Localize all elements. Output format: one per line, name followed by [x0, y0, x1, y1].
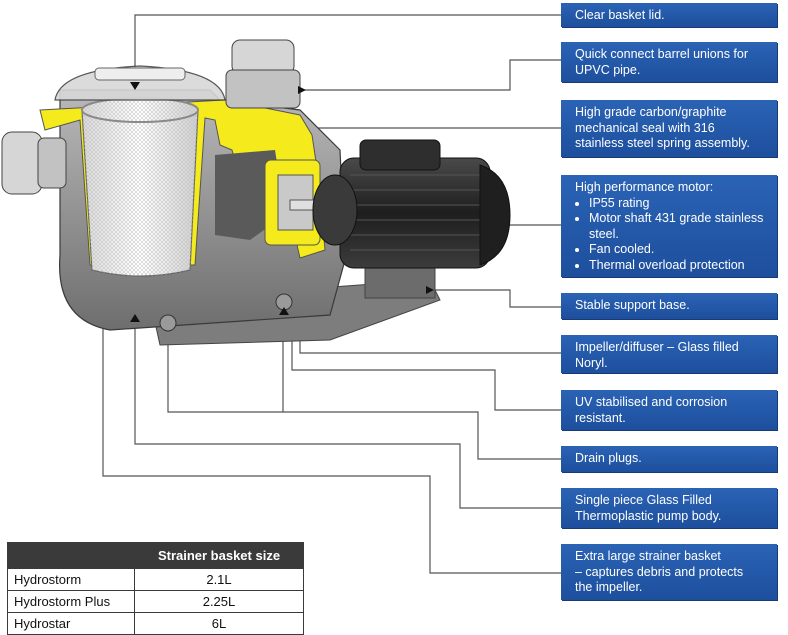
callout-basket: Extra large strainer basket – captures d… — [561, 544, 777, 600]
pump-illustration — [1, 39, 511, 346]
motor-feature: Fan cooled. — [589, 242, 767, 258]
basket-size: 2.1L — [134, 568, 304, 591]
callout-body: Single piece Glass Filled Thermoplastic … — [561, 488, 777, 528]
motor-features-list: IP55 rating Motor shaft 431 grade stainl… — [575, 196, 767, 274]
motor-feature: Motor shaft 431 grade stainless steel. — [589, 211, 767, 242]
motor-feature: Thermal overload protection — [589, 258, 767, 274]
callout-impeller: Impeller/diffuser – Glass filled Noryl. — [561, 335, 777, 373]
callout-drain: Drain plugs. — [561, 446, 777, 472]
callout-seal-line-3: stainless steel spring assembly. — [575, 136, 750, 150]
callout-lid: Clear basket lid. — [561, 3, 777, 27]
callout-unions-line-1: Quick connect barrel unions for — [575, 47, 749, 61]
callout-seal: High grade carbon/graphite mechanical se… — [561, 100, 777, 157]
callout-drain-line-1: Drain plugs. — [575, 451, 642, 465]
callout-base: Stable support base. — [561, 293, 777, 319]
strainer-size-table: Strainer basket size Hydrostorm 2.1L Hyd… — [7, 542, 304, 635]
model-name: Hydrostorm — [7, 568, 135, 591]
basket-size: 2.25L — [134, 590, 304, 613]
table-row: Hydrostorm 2.1L — [7, 568, 304, 591]
leader-uv — [291, 316, 561, 411]
table-row: Hydrostar 6L — [7, 612, 304, 635]
callout-uv: UV stabilised and corrosion resistant. — [561, 390, 777, 430]
callout-basket-line-3: the impeller. — [575, 580, 643, 594]
model-name: Hydrostar — [7, 612, 135, 635]
callout-body-line-1: Single piece Glass Filled — [575, 493, 712, 507]
callout-seal-line-2: mechanical seal with 316 — [575, 120, 715, 135]
callout-uv-line-2: resistant. — [575, 410, 626, 425]
callout-impeller-line-1: Impeller/diffuser – Glass filled — [575, 340, 739, 354]
leader-basket — [102, 247, 561, 574]
table-header-row: Strainer basket size — [7, 542, 304, 569]
callout-lid-line-1: Clear basket lid. — [575, 8, 665, 22]
callout-motor-heading: High performance motor: — [575, 180, 714, 194]
leader-base — [430, 289, 561, 308]
motor-feature: IP55 rating — [589, 196, 767, 212]
leader-unions — [300, 59, 561, 91]
callout-unions-line-2: UPVC pipe. — [575, 62, 641, 77]
basket-size: 6L — [134, 612, 304, 635]
table-header-size: Strainer basket size — [134, 542, 304, 569]
callout-body-line-2: Thermoplastic pump body. — [575, 508, 722, 523]
leader-drain — [167, 335, 561, 460]
callout-motor: High performance motor: IP55 rating Moto… — [561, 175, 777, 277]
callout-basket-line-1: Extra large strainer basket — [575, 549, 721, 563]
callout-uv-line-1: UV stabilised and corrosion — [575, 395, 728, 409]
callout-seal-line-1: High grade carbon/graphite — [575, 105, 727, 119]
table-header-model — [7, 542, 135, 569]
leader-body — [134, 322, 561, 509]
model-name: Hydrostorm Plus — [7, 590, 135, 613]
callout-impeller-line-2: Noryl. — [575, 355, 608, 370]
leader-lines — [102, 14, 561, 574]
callout-base-line-1: Stable support base. — [575, 298, 690, 312]
table-row: Hydrostorm Plus 2.25L — [7, 590, 304, 613]
leader-lid — [134, 14, 561, 88]
callout-unions: Quick connect barrel unions for UPVC pip… — [561, 42, 777, 82]
callout-basket-line-2: – captures debris and protects — [575, 564, 744, 579]
